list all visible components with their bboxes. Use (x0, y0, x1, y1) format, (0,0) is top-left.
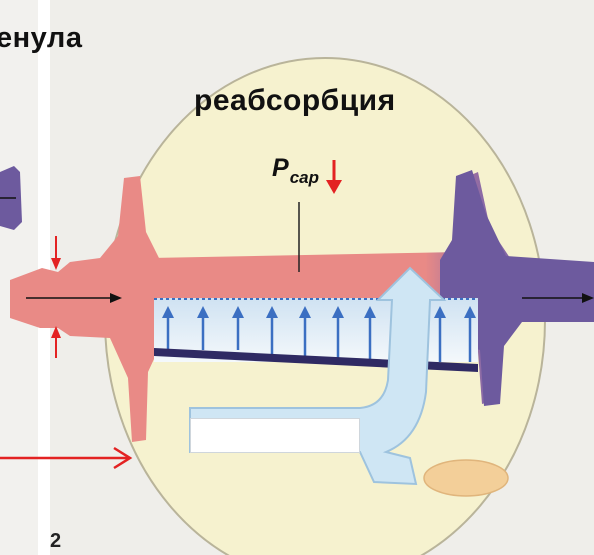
blank-label-box (190, 418, 360, 453)
reabsorption-title: реабсорбция (194, 84, 396, 118)
pcap-label: Pcap (272, 154, 319, 183)
red-pressure-arrow (0, 448, 130, 468)
pcap-subscript: cap (290, 168, 319, 187)
pcap-main: P (272, 154, 289, 182)
lymph-vessel (424, 460, 508, 496)
panel-number: 2 (50, 530, 61, 553)
venula-label: енула (0, 22, 82, 55)
